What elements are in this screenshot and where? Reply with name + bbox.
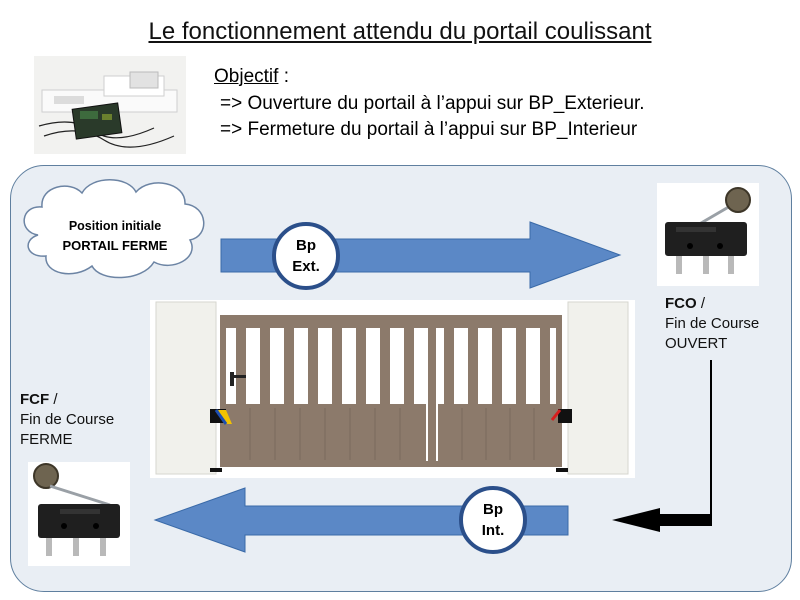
bp-int-button[interactable]: Bp Int. [463,499,523,541]
fco-line-1: Fin de Course [665,315,760,332]
bp-ext-circle [272,222,340,290]
bp-int-line-1: Bp [483,501,503,518]
fcf-code: FCF [20,391,50,408]
fco-connector-line [660,360,712,521]
fco-line-2: OUVERT [665,335,728,352]
bp-int-circle [459,486,527,554]
cloud-shape [23,179,205,279]
objective-line-opening: => Ouverture du portail à l’appui sur BP… [220,93,645,114]
objective-line-closing: => Fermeture du portail à l’appui sur BP… [220,119,638,140]
fco-switch-photo [657,183,759,286]
fco-slash: / [696,295,706,312]
fco-caption: FCO / Fin de Course OUVERT [665,294,759,354]
objective-colon: : [278,66,289,87]
fco-code: FCO [665,295,697,312]
fcf-line-2: FERME [20,431,73,448]
bp-ext-line-1: Bp [296,237,316,254]
left-pillar [155,301,217,475]
fcf-switch-photo [28,462,130,566]
objective-label: Objectif [214,66,279,87]
page-title: Le fonctionnement attendu du portail cou… [148,18,652,45]
fcf-line-1: Fin de Course [20,411,115,428]
device-photo [34,56,186,154]
fcf-caption: FCF / Fin de Course FERME [20,390,114,450]
cloud-line-1: Position initiale [68,219,162,233]
bp-int-line-2: Int. [481,522,505,539]
right-pillar [567,301,629,475]
bp-ext-button[interactable]: Bp Ext. [276,235,336,277]
cloud-line-2: PORTAIL FERME [62,238,168,253]
bp-ext-line-2: Ext. [292,258,320,275]
cloud-text: Position initiale PORTAIL FERME [30,216,200,256]
objective-heading: Objectif : [214,66,289,88]
gate-illustration [150,300,635,478]
fcf-slash: / [49,391,58,408]
